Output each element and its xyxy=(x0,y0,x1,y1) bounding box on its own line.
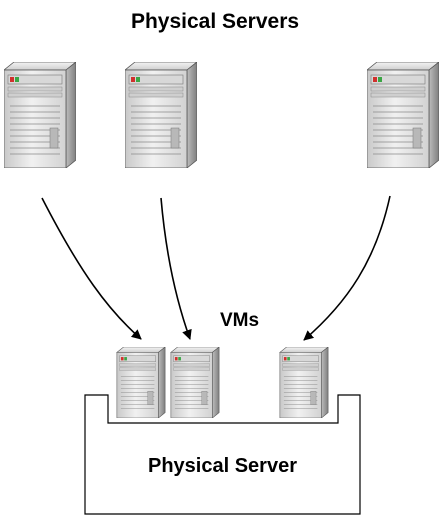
vm-2-icon xyxy=(170,347,220,418)
physical-server-3-icon xyxy=(367,62,439,168)
migration-arrow-3 xyxy=(303,195,391,341)
physical-servers-label: Physical Servers xyxy=(130,10,300,33)
physical-server-host-box xyxy=(84,394,361,515)
vms-label: VMs xyxy=(220,310,260,331)
vm-3-icon xyxy=(279,347,329,418)
migration-arrow-1 xyxy=(41,197,142,340)
vm-1-icon xyxy=(116,347,166,418)
physical-server-2-icon xyxy=(125,62,197,168)
physical-server-label: Physical Server xyxy=(148,455,297,477)
physical-server-1-icon xyxy=(4,62,76,168)
migration-arrow-2 xyxy=(160,197,192,340)
